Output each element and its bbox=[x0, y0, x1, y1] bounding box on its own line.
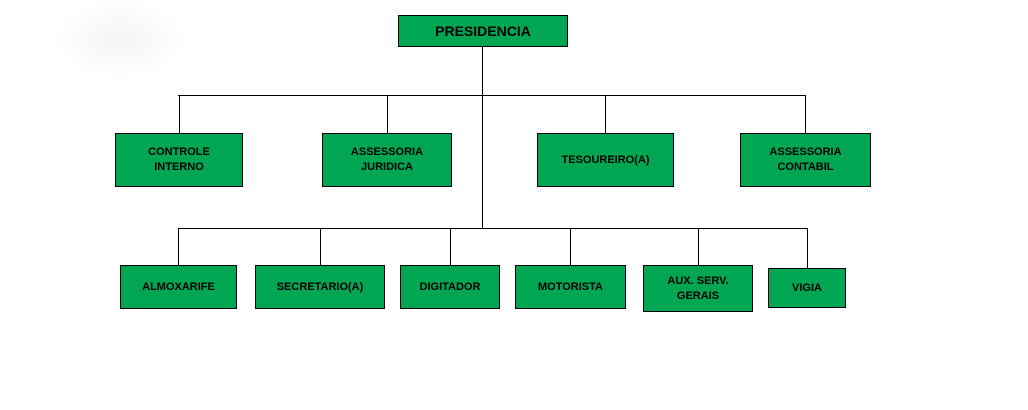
node-assessoria-juridica-label: ASSESSORIA JURIDICA bbox=[350, 146, 424, 173]
connector-root-vertical bbox=[482, 47, 483, 228]
node-aux-serv-gerais-label: AUX. SERV. GERAIS bbox=[667, 274, 729, 302]
node-secretario: SECRETARIO(A) bbox=[255, 265, 385, 309]
node-tesoureiro: TESOUREIRO(A) bbox=[537, 133, 674, 187]
connector-drop-digitador bbox=[450, 228, 451, 265]
node-motorista-label: MOTORISTA bbox=[538, 280, 603, 293]
connector-drop-motorista bbox=[570, 228, 571, 265]
background-smudge bbox=[55, 0, 185, 78]
connector-drop-vigia bbox=[807, 228, 808, 268]
node-presidencia-label: PRESIDENCIA bbox=[435, 22, 531, 39]
connector-drop-assessoria-juridica bbox=[387, 95, 388, 133]
node-vigia-label: VIGIA bbox=[792, 281, 822, 294]
node-presidencia: PRESIDENCIA bbox=[398, 15, 568, 47]
node-digitador-label: DIGITADOR bbox=[419, 280, 481, 293]
node-digitador: DIGITADOR bbox=[400, 265, 500, 309]
node-tesoureiro-label: TESOUREIRO(A) bbox=[561, 153, 650, 166]
node-motorista: MOTORISTA bbox=[515, 265, 626, 309]
node-vigia: VIGIA bbox=[768, 268, 846, 308]
connector-drop-aux-serv-gerais bbox=[698, 228, 699, 265]
connector-drop-tesoureiro bbox=[605, 95, 606, 133]
node-controle-interno-label: CONTROLE INTERNO bbox=[148, 146, 210, 173]
node-controle-interno: CONTROLE INTERNO bbox=[115, 133, 243, 187]
connector-drop-assessoria-contabil bbox=[805, 95, 806, 133]
node-almoxarife: ALMOXARIFE bbox=[120, 265, 237, 309]
connector-drop-secretario bbox=[320, 228, 321, 265]
node-almoxarife-label: ALMOXARIFE bbox=[142, 280, 215, 293]
connector-drop-controle-interno bbox=[179, 95, 180, 133]
connector-level3-horizontal bbox=[178, 228, 807, 229]
connector-drop-almoxarife bbox=[178, 228, 179, 265]
node-assessoria-juridica: ASSESSORIA JURIDICA bbox=[322, 133, 452, 187]
node-secretario-label: SECRETARIO(A) bbox=[276, 280, 364, 293]
node-assessoria-contabil: ASSESSORIA CONTABIL bbox=[740, 133, 871, 187]
node-aux-serv-gerais: AUX. SERV. GERAIS bbox=[643, 265, 753, 312]
node-assessoria-contabil-label: ASSESSORIA CONTABIL bbox=[769, 146, 842, 173]
connector-level2-horizontal bbox=[178, 95, 806, 96]
